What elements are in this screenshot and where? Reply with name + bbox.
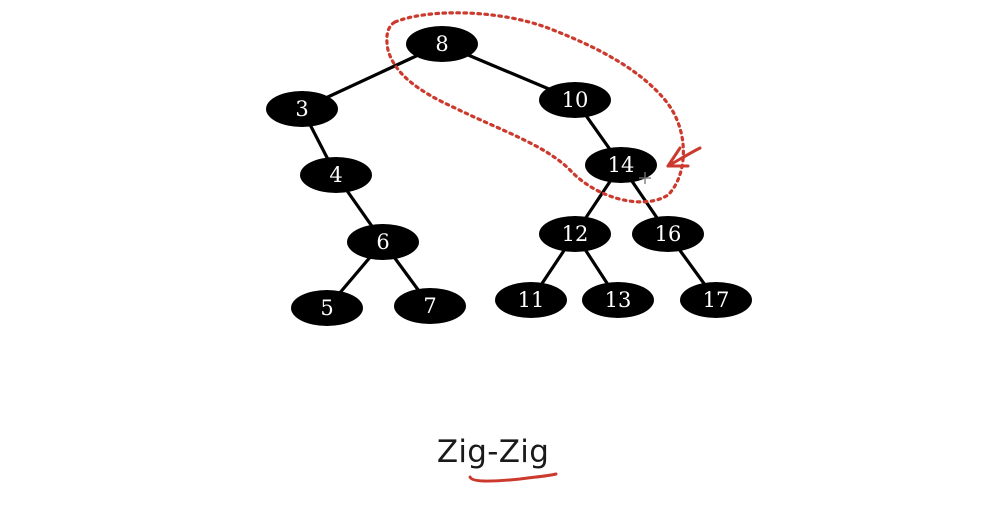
node-label: 5 (320, 296, 333, 320)
node-shape (300, 157, 372, 193)
node-label: 16 (655, 222, 682, 246)
node-label: 6 (376, 230, 389, 254)
node-label: 7 (423, 294, 436, 318)
tree-node-16: 16 (632, 216, 704, 252)
caption-title: Zig-Zig (436, 434, 550, 470)
tree-node-10: 10 (539, 82, 611, 118)
tree-node-6: 6 (347, 224, 419, 260)
node-label: 11 (518, 288, 545, 312)
tree-nodes: 8 3 10 4 14 6 12 16 5 7 11 13 17 (266, 26, 752, 326)
tree-node-7: 7 (394, 288, 466, 324)
node-shape (582, 282, 654, 318)
node-shape (291, 290, 363, 326)
tree-node-5: 5 (291, 290, 363, 326)
node-label: 12 (562, 222, 589, 246)
tree-node-12: 12 (539, 216, 611, 252)
node-shape (347, 224, 419, 260)
node-shape (539, 82, 611, 118)
node-shape (394, 288, 466, 324)
node-label: 3 (295, 97, 308, 121)
node-shape (266, 91, 338, 127)
tree-node-11: 11 (495, 282, 567, 318)
node-label: 8 (435, 32, 448, 56)
arrow-icon (666, 146, 702, 168)
highlight-loop (385, 11, 685, 204)
node-label: 13 (605, 288, 632, 312)
node-label: 4 (329, 163, 342, 187)
node-shape (680, 282, 752, 318)
caption-underline (468, 472, 558, 483)
node-label: 10 (562, 88, 589, 112)
node-shape (406, 26, 478, 62)
cursor-crosshair-icon (639, 172, 651, 184)
node-shape (495, 282, 567, 318)
tree-node-14: 14 (585, 147, 657, 183)
node-shape (632, 216, 704, 252)
tree-node-13: 13 (582, 282, 654, 318)
tree-node-3: 3 (266, 91, 338, 127)
node-label: 17 (703, 288, 730, 312)
node-shape (585, 147, 657, 183)
tree-node-17: 17 (680, 282, 752, 318)
node-shape (539, 216, 611, 252)
tree-node-8: 8 (406, 26, 478, 62)
node-label: 14 (608, 153, 635, 177)
tree-node-4: 4 (300, 157, 372, 193)
